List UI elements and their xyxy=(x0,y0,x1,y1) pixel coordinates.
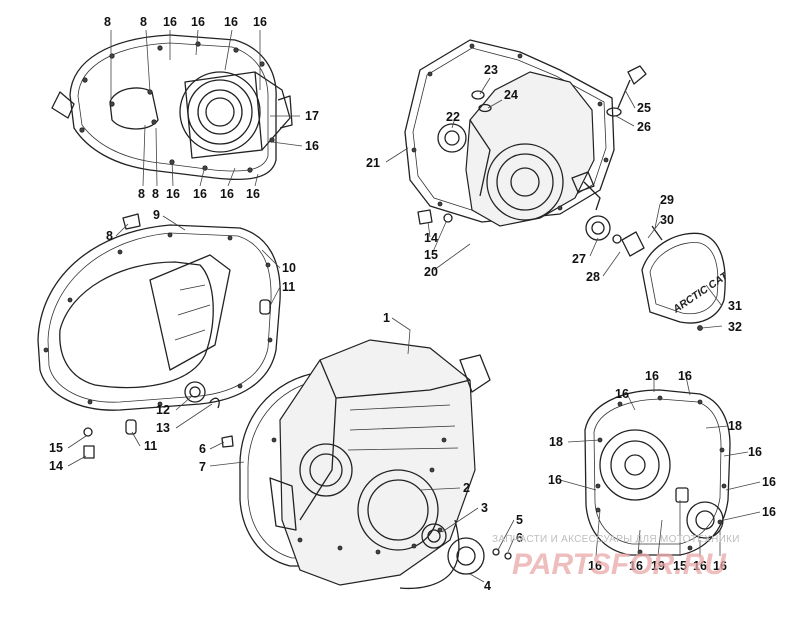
callout-16: 16 xyxy=(548,473,562,487)
callout-19: 19 xyxy=(651,559,665,573)
callout-18: 18 xyxy=(549,435,563,449)
callout-28: 28 xyxy=(586,270,600,284)
callout-9: 9 xyxy=(153,208,160,222)
leader-lines xyxy=(67,29,761,583)
crankcase-cover-with-gasket xyxy=(404,39,663,257)
callout-20: 20 xyxy=(424,265,438,279)
callout-16: 16 xyxy=(193,187,207,201)
callout-16: 16 xyxy=(629,559,643,573)
callout-31: 31 xyxy=(728,299,742,313)
callout-11: 11 xyxy=(144,439,157,453)
callout-labels: 8 16 8 16 16 16 17 16 8 8 16 16 16 16 23… xyxy=(49,15,776,593)
callout-16: 16 xyxy=(693,559,707,573)
callout-16: 16 xyxy=(305,139,319,153)
callout-1: 1 xyxy=(383,311,390,325)
callout-16: 16 xyxy=(224,15,238,29)
callout-7: 7 xyxy=(199,460,206,474)
small-side-cover xyxy=(584,389,731,556)
outer-clutch-cover xyxy=(37,213,281,459)
callout-14: 14 xyxy=(49,459,63,473)
inner-clutch-cover-assembly xyxy=(51,34,293,181)
callout-24: 24 xyxy=(504,88,518,102)
watermark: ЗАПЧАСТИ И АКСЕССУАРЫ ДЛЯ МОТОТЕХНИКИ PA… xyxy=(492,534,740,581)
callout-16: 16 xyxy=(588,559,602,573)
cover-logo: ARCTIC CAT xyxy=(670,269,731,316)
callout-16: 16 xyxy=(220,187,234,201)
callout-8: 8 xyxy=(104,15,111,29)
callout-16: 16 xyxy=(166,187,180,201)
watermark-text: ЗАПЧАСТИ И АКСЕССУАРЫ ДЛЯ МОТОТЕХНИКИ xyxy=(492,534,740,545)
callout-26: 26 xyxy=(637,120,651,134)
callout-11: 11 xyxy=(282,280,295,294)
watermark-logo: PARTSFOR.RU xyxy=(512,548,727,581)
callout-30: 30 xyxy=(660,213,674,227)
callout-17: 17 xyxy=(305,109,319,123)
callout-23: 23 xyxy=(484,63,498,77)
callout-29: 29 xyxy=(660,193,674,207)
callout-5: 5 xyxy=(516,513,523,527)
callout-12: 12 xyxy=(156,403,170,417)
callout-27: 27 xyxy=(572,252,586,266)
callout-8: 8 xyxy=(138,187,145,201)
magneto-cover: ARCTIC CAT xyxy=(641,232,731,331)
callout-3: 3 xyxy=(481,501,488,515)
callout-15: 15 xyxy=(424,248,438,262)
callout-15: 15 xyxy=(49,441,63,455)
callout-6: 6 xyxy=(516,531,523,545)
callout-22: 22 xyxy=(446,110,460,124)
callout-16: 16 xyxy=(253,15,267,29)
callout-2: 2 xyxy=(463,481,470,495)
callout-16: 16 xyxy=(191,15,205,29)
callout-25: 25 xyxy=(637,101,651,115)
callout-14: 14 xyxy=(424,231,438,245)
callout-18: 18 xyxy=(728,419,742,433)
callout-32: 32 xyxy=(728,320,742,334)
callout-16: 16 xyxy=(645,369,659,383)
callout-6: 6 xyxy=(199,442,206,456)
callout-16: 16 xyxy=(678,369,692,383)
callout-4: 4 xyxy=(484,579,491,593)
callout-8: 8 xyxy=(140,15,147,29)
callout-16: 16 xyxy=(762,505,776,519)
callout-15: 15 xyxy=(673,559,687,573)
callout-13: 13 xyxy=(156,421,170,435)
callout-16: 16 xyxy=(713,559,727,573)
main-crankcase xyxy=(239,339,512,590)
callout-16: 16 xyxy=(615,387,629,401)
callout-8: 8 xyxy=(106,229,113,243)
callout-8: 8 xyxy=(152,187,159,201)
callout-16: 16 xyxy=(748,445,762,459)
callout-21: 21 xyxy=(366,156,380,170)
callout-16: 16 xyxy=(246,187,260,201)
callout-10: 10 xyxy=(282,261,296,275)
callout-16: 16 xyxy=(163,15,177,29)
callout-16: 16 xyxy=(762,475,776,489)
